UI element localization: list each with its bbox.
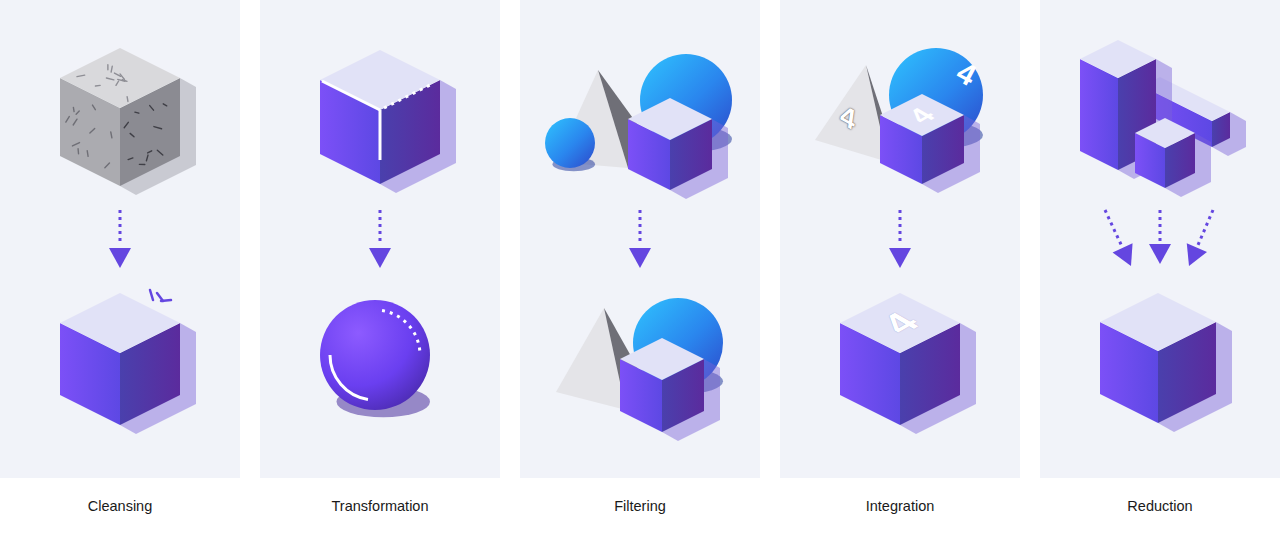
top-face — [60, 48, 180, 108]
flow-arrow — [1105, 210, 1133, 266]
arrow-head — [629, 248, 651, 268]
step-panel: Transformation — [260, 0, 500, 541]
dirt-mark — [135, 112, 139, 113]
highlight-arc — [330, 355, 368, 399]
sphere — [545, 118, 595, 171]
dirt-mark — [157, 150, 162, 155]
small-cube — [1135, 118, 1211, 197]
step-label: Reduction — [1040, 498, 1280, 514]
panel-background — [1040, 0, 1280, 478]
flow-arrow — [369, 210, 391, 268]
dirt-mark — [77, 149, 79, 154]
dirt-mark — [111, 66, 112, 72]
step-label: Filtering — [520, 498, 760, 514]
dirt-mark — [72, 143, 79, 146]
shadow — [1212, 112, 1246, 156]
highlight-arc — [382, 311, 420, 353]
dotted-line — [1198, 210, 1213, 245]
dirt-mark — [73, 119, 77, 125]
dirt-mark — [90, 129, 95, 134]
dotted-line — [1105, 210, 1121, 245]
source-cube — [320, 50, 456, 193]
sparkle — [161, 300, 171, 301]
source-cube — [880, 94, 980, 193]
panel-background — [520, 0, 760, 478]
dotted-line — [899, 210, 902, 245]
dotted-line — [1159, 210, 1162, 241]
dirt-mark — [107, 65, 108, 70]
dirty-cube — [60, 48, 196, 195]
edge-highlight — [384, 83, 434, 108]
step-label: Transformation — [260, 498, 500, 514]
dirt-mark — [116, 81, 119, 85]
dirt-mark — [76, 111, 79, 114]
dirt-mark — [124, 122, 128, 127]
dirt-mark — [73, 107, 75, 111]
edge-highlight — [322, 81, 380, 110]
dirt-mark — [77, 75, 85, 76]
dirt-mark — [128, 158, 133, 160]
dotted-line — [639, 210, 642, 245]
left-face — [1080, 59, 1118, 170]
dirt-mark — [92, 105, 95, 110]
flow-arrow — [109, 210, 131, 268]
sphere-body — [320, 300, 430, 410]
top-face — [1080, 40, 1156, 78]
sparkle — [150, 290, 153, 300]
flow-arrow — [629, 210, 651, 268]
reduced-cube — [1100, 293, 1232, 432]
panel-background — [260, 0, 500, 478]
top-face — [60, 293, 180, 353]
dirt-mark — [66, 116, 70, 122]
dirt-mark — [130, 133, 134, 136]
step-label: Cleansing — [0, 498, 240, 514]
dirt-mark — [95, 85, 100, 87]
edge-highlight — [379, 110, 382, 160]
flow-arrow — [1149, 210, 1171, 264]
sphere — [320, 300, 430, 417]
arrow-head — [369, 248, 391, 268]
dirt-mark — [146, 155, 148, 161]
dirt-mark — [111, 132, 112, 138]
kept-cube — [620, 338, 720, 441]
dirt-mark — [150, 106, 154, 111]
dirt-mark — [87, 151, 89, 157]
dirt-mark — [148, 151, 152, 153]
arrow-head — [1113, 243, 1133, 266]
merged-cube — [840, 293, 976, 434]
dirt-mark — [105, 163, 110, 168]
step-label: Integration — [780, 498, 1020, 514]
dotted-line — [119, 210, 122, 245]
dirt-mark — [154, 127, 162, 129]
panel-background — [0, 0, 240, 478]
flow-arrow — [1187, 210, 1213, 266]
dirt-mark — [126, 97, 128, 102]
top-face — [1135, 118, 1195, 148]
arrow-head — [1149, 244, 1171, 264]
clean-cube — [60, 293, 196, 434]
dirt-mark — [139, 164, 144, 166]
top-face — [320, 50, 440, 110]
sphere-body — [545, 118, 595, 168]
arrow-head — [889, 248, 911, 268]
top-face — [840, 293, 960, 353]
step-panel: Filtering — [520, 0, 760, 541]
step-panel: Cleansing — [0, 0, 240, 541]
dirt-mark — [106, 78, 113, 80]
top-face — [620, 338, 704, 380]
dotted-line — [379, 210, 382, 245]
dirt-mark — [163, 104, 166, 106]
step-panel: Reduction — [1040, 0, 1280, 541]
step-panel: Integration — [780, 0, 1020, 541]
kept-cube — [628, 98, 728, 199]
top-face — [628, 98, 712, 140]
arrow-head — [1187, 243, 1207, 266]
top-face — [880, 94, 964, 136]
flow-arrow — [889, 210, 911, 268]
panel-background — [780, 0, 1020, 478]
arrow-head — [109, 248, 131, 268]
top-face — [1100, 293, 1216, 351]
dirt-mark — [114, 73, 120, 76]
